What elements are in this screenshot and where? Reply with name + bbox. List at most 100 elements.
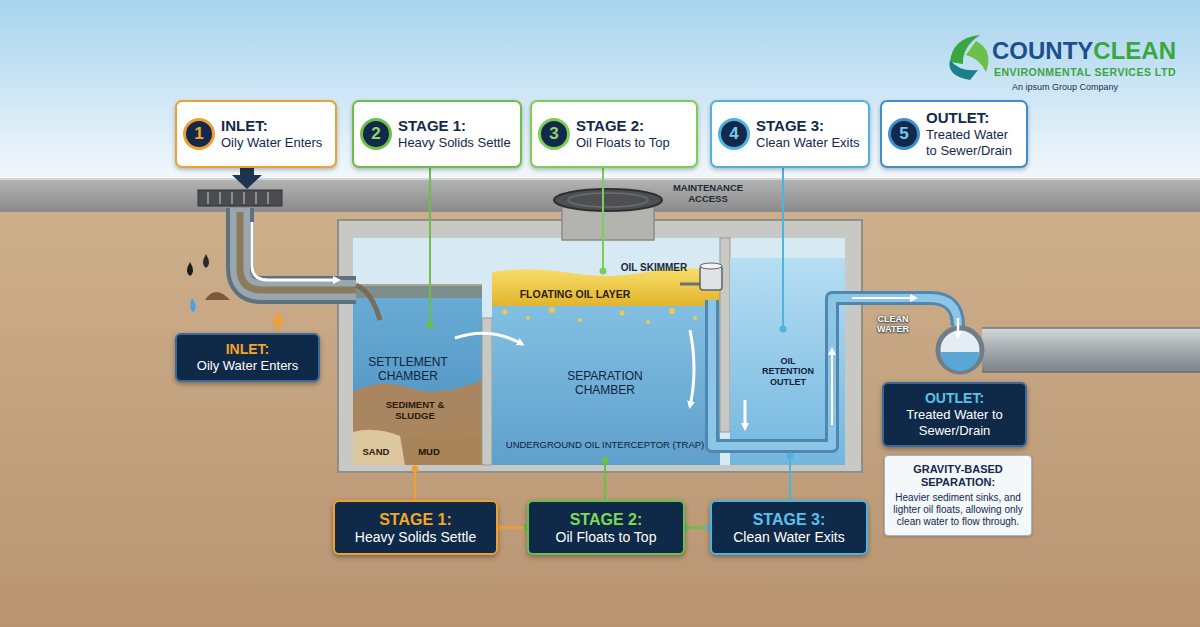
heading-text: STAGE 3:	[756, 117, 862, 135]
flow-arrow	[455, 333, 522, 344]
callout-number-text: 5	[899, 125, 908, 143]
leader-dot	[427, 322, 434, 329]
tank-interior	[353, 238, 845, 465]
manhole-lid	[554, 189, 662, 211]
flow-arrow	[831, 350, 833, 425]
stage-box: STAGE 2:Oil Floats to Top	[527, 500, 685, 555]
drain-grate	[198, 190, 282, 206]
baffle	[482, 318, 492, 465]
inlet-pipe	[240, 208, 356, 290]
oil-skimmer	[700, 266, 722, 290]
body-text: Oil Floats to Top	[576, 135, 690, 151]
sewer-pipe	[982, 327, 1200, 329]
logo-tagline: An ipsum Group Company	[1012, 82, 1118, 92]
callout-number-text: 4	[729, 125, 738, 143]
body-text: Treated Water to Sewer/Drain	[926, 127, 1020, 159]
chamber-label: SEPARATION CHAMBER	[545, 370, 665, 398]
sewer-pipe	[982, 328, 1200, 372]
ground	[0, 178, 1200, 627]
leader-dot	[602, 457, 609, 464]
heading-text: INLET:	[221, 117, 329, 135]
heading-text: STAGE 1:	[398, 117, 514, 135]
callout-box: STAGE 1:Heavy Solids Settle 2	[352, 100, 522, 168]
leader-dot	[787, 453, 794, 460]
dirt-pile	[205, 292, 230, 300]
oil-drop	[203, 254, 209, 268]
heading-text: STAGE 2:	[537, 510, 675, 529]
oil-droplet	[549, 307, 555, 313]
oil-layer	[492, 268, 720, 306]
body-text: Clean Water Exits	[756, 135, 862, 151]
heading-text: OUTLET:	[892, 390, 1017, 407]
sky	[0, 0, 1200, 180]
body-text: Clean Water Exits	[720, 529, 858, 546]
callout-number: 5	[888, 118, 920, 150]
heading-text: INLET:	[185, 341, 310, 358]
body-text: Heavy Solids Settle	[398, 135, 514, 151]
outlet-pipe-end	[938, 328, 982, 372]
body-text: Oil Floats to Top	[537, 529, 675, 546]
water-drop	[190, 298, 196, 312]
body-text: Heavy Solids Settle	[343, 529, 488, 546]
part-label: UNDERGROUND OIL INTERCEPTOR (TRAP)	[505, 440, 705, 451]
body-text: Oily Water Enters	[221, 135, 329, 151]
logo-subtitle: ENVIRONMENTAL SERVICES LTD	[994, 66, 1176, 78]
part-label: OIL RETENTION OUTLET	[756, 356, 820, 387]
leader-line	[782, 150, 784, 326]
skimmer-arm	[680, 283, 700, 286]
oil-skimmer	[700, 263, 722, 269]
part-label: OIL SKIMMER	[614, 262, 694, 274]
part-label: FLOATING OIL LAYER	[505, 288, 645, 300]
callout-number-text: 1	[194, 125, 203, 143]
grate-slat	[255, 192, 257, 204]
sewer-pipe	[982, 371, 1200, 373]
pavement-edge	[0, 178, 1200, 180]
outlet-box: OUTLET:Treated Water to Sewer/Drain	[882, 382, 1027, 447]
callout-box: STAGE 2:Oil Floats to Top3	[530, 100, 698, 168]
callout-box: INLET:Oily Water Enters 1	[175, 100, 337, 168]
callout-number: 1	[183, 118, 215, 150]
part-label: SEDIMENT & SLUDGE	[375, 400, 455, 422]
oil-droplet	[578, 318, 582, 322]
callout-number-text: 2	[371, 125, 380, 143]
sediment	[353, 380, 482, 465]
callout-box: STAGE 3:Clean Water Exits 4	[710, 100, 870, 168]
oil-droplet	[620, 311, 625, 316]
oil-droplet	[526, 316, 530, 320]
oil-droplets	[503, 307, 698, 324]
flow-arrow	[744, 400, 747, 428]
heading-text: STAGE 1:	[343, 510, 488, 529]
separation-water	[492, 290, 720, 465]
connector-line	[685, 526, 710, 529]
leader-arrow	[277, 318, 280, 331]
part-label: MUD	[410, 447, 448, 458]
logo-text: COUNTY	[992, 37, 1093, 65]
oil-droplet	[669, 308, 675, 314]
logo-text: CLEAN	[1093, 37, 1176, 65]
grate-slat	[243, 192, 245, 204]
callout-number: 3	[538, 118, 570, 150]
heading-text: STAGE 3:	[720, 510, 858, 529]
oil-droplet	[503, 310, 508, 315]
leader-line	[604, 463, 606, 505]
chamber-label: SETTLEMENT CHAMBER	[358, 356, 458, 384]
murky-surface	[353, 284, 482, 298]
leader-line	[429, 150, 431, 322]
settlement-water	[353, 286, 482, 465]
inlet-box: INLET:Oily Water Enters	[175, 333, 320, 382]
grate-slats	[208, 192, 268, 204]
mud	[402, 433, 482, 465]
flow-arrow	[252, 222, 338, 280]
heading-text: GRAVITY-BASED SEPARATION:	[893, 463, 1023, 489]
stage-box: STAGE 1:Heavy Solids Settle	[333, 500, 498, 555]
leader-line	[789, 459, 791, 505]
inlet-pipe	[240, 208, 356, 290]
callout-number: 2	[360, 118, 392, 150]
oil-drop	[187, 262, 193, 276]
grate-slat	[231, 192, 233, 204]
grate-slat	[207, 192, 209, 204]
flow-arrow	[690, 330, 694, 406]
leader-dot	[412, 466, 419, 473]
grate-slat	[219, 192, 221, 204]
